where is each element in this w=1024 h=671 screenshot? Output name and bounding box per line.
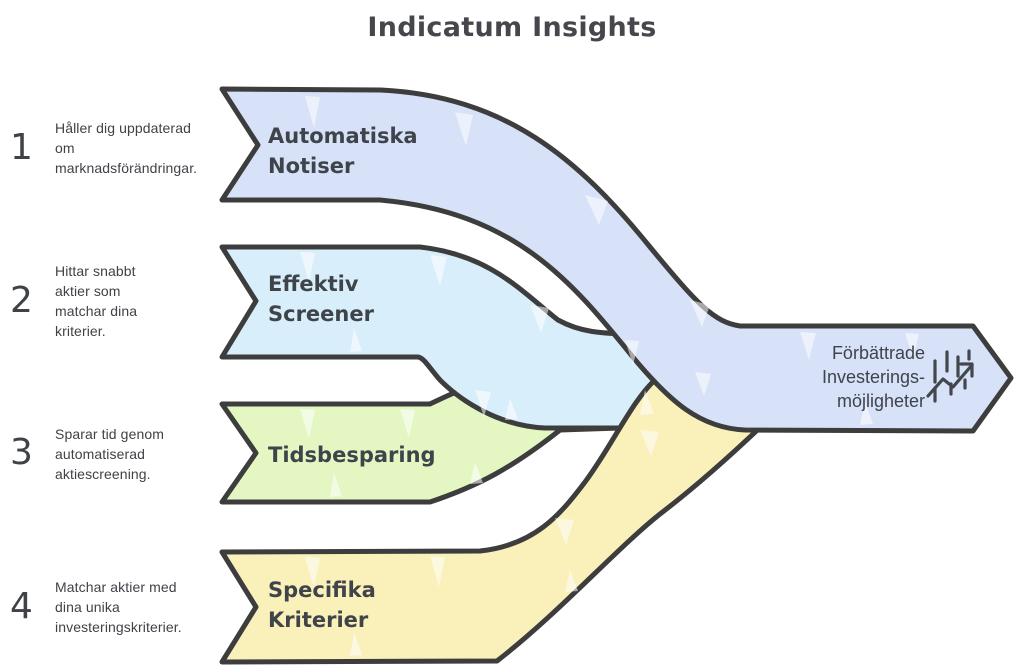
step2-number: 2: [10, 280, 33, 321]
step2-label: Effektiv Screener: [268, 272, 374, 326]
step3-label: Tidsbesparing: [268, 443, 436, 467]
step2-description: Hittar snabbt aktier som matchar dina kr…: [55, 263, 138, 339]
step4-description: Matchar aktier med dina unika investerin…: [55, 579, 182, 635]
step1-label: Automatiska Notiser: [268, 124, 418, 178]
ribbon-step1-outcome-arrow: [219, 86, 1014, 434]
step1-number: 1: [10, 127, 33, 168]
step1-description: Håller dig uppdaterad om marknadsförändr…: [55, 120, 198, 176]
step3-description: Sparar tid genom automatiserad aktiescre…: [55, 426, 164, 482]
sketch-texture: [300, 96, 919, 656]
stock-chart-icon: [926, 349, 974, 403]
step4-label: Specifika Kriterier: [268, 578, 376, 632]
step3-number: 3: [10, 432, 33, 473]
outcome-label: Förbättrade Investerings- möjligheter: [821, 343, 925, 411]
diagram-title: Indicatum Insights: [367, 12, 657, 43]
step4-number: 4: [10, 586, 33, 627]
